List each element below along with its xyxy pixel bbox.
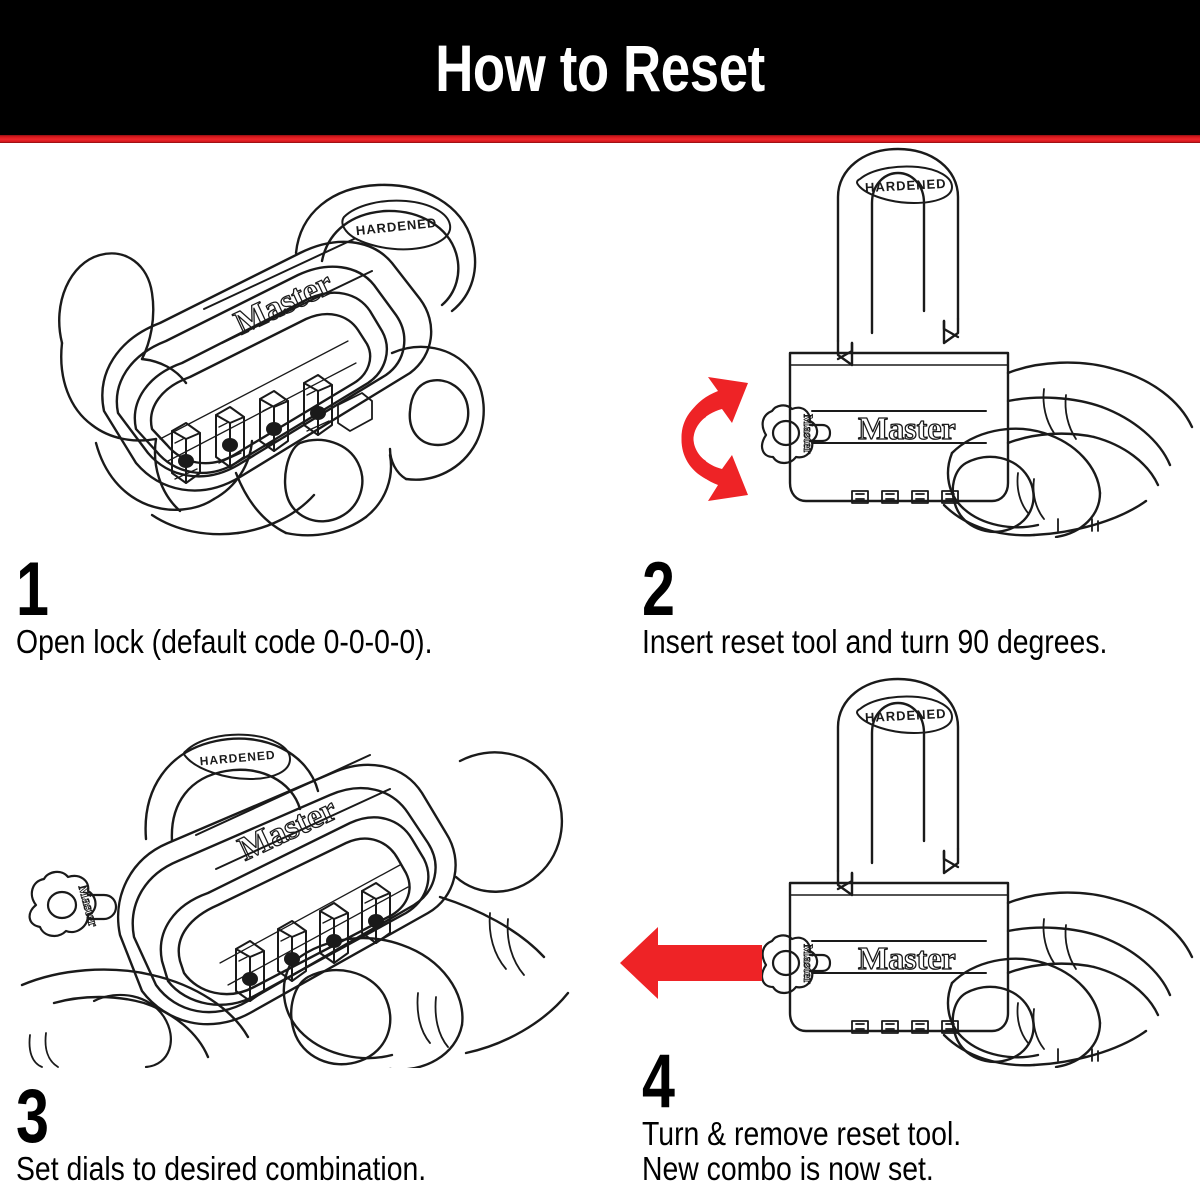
step-3-text: Set dials to desired combination. [16,1150,427,1187]
step-4-text-line-1: Turn & remove reset tool. [642,1115,962,1152]
step-2-illustration: HARDENED Master [614,143,1200,538]
header-red-rule [0,135,1200,143]
svg-text:HARDENED: HARDENED [865,706,947,725]
svg-text:Master: Master [858,940,956,976]
step-4-text-line-2: New combo is now set. [642,1150,934,1187]
remove-arrow [620,927,762,999]
svg-text:Master: Master [233,791,343,868]
step-panel-2: HARDENED Master [614,143,1200,673]
svg-text:HARDENED: HARDENED [355,215,438,238]
step-4-illustration: HARDENED Master [614,673,1200,1068]
step-3-number: 3 [16,1074,49,1159]
page-title: How to Reset [435,30,765,105]
step-1-text: Open lock (default code 0-0-0-0). [16,623,433,660]
step-1-caption-block: 1 Open lock (default code 0-0-0-0). [16,547,606,660]
svg-text:Master: Master [801,944,816,984]
step-2-text: Insert reset tool and turn 90 degrees. [642,623,1108,660]
steps-grid: HARDENED Master [0,143,1200,1200]
step-panel-4: HARDENED Master [614,673,1200,1200]
rotate-arrow [681,377,748,501]
step-2-number: 2 [642,547,675,632]
step-4-caption-block: 4 Turn & remove reset tool. New combo is… [642,1039,1192,1187]
step-1-number: 1 [16,547,49,632]
svg-text:HARDENED: HARDENED [199,748,276,769]
step-panel-3: HARDENED Master [0,673,614,1200]
step-4-number: 4 [642,1039,675,1124]
step-4-text: Turn & remove reset tool. New combo is n… [642,1116,1115,1186]
svg-text:HARDENED: HARDENED [865,176,947,195]
header-banner: How to Reset [0,0,1200,135]
svg-text:Master: Master [801,414,816,454]
step-1-illustration: HARDENED Master [0,143,614,538]
step-3-caption-block: 3 Set dials to desired combination. [16,1074,606,1187]
step-2-caption-block: 2 Insert reset tool and turn 90 degrees. [642,547,1192,660]
step-3-illustration: HARDENED Master [0,673,614,1068]
svg-text:Master: Master [858,410,956,446]
step-panel-1: HARDENED Master [0,143,614,673]
